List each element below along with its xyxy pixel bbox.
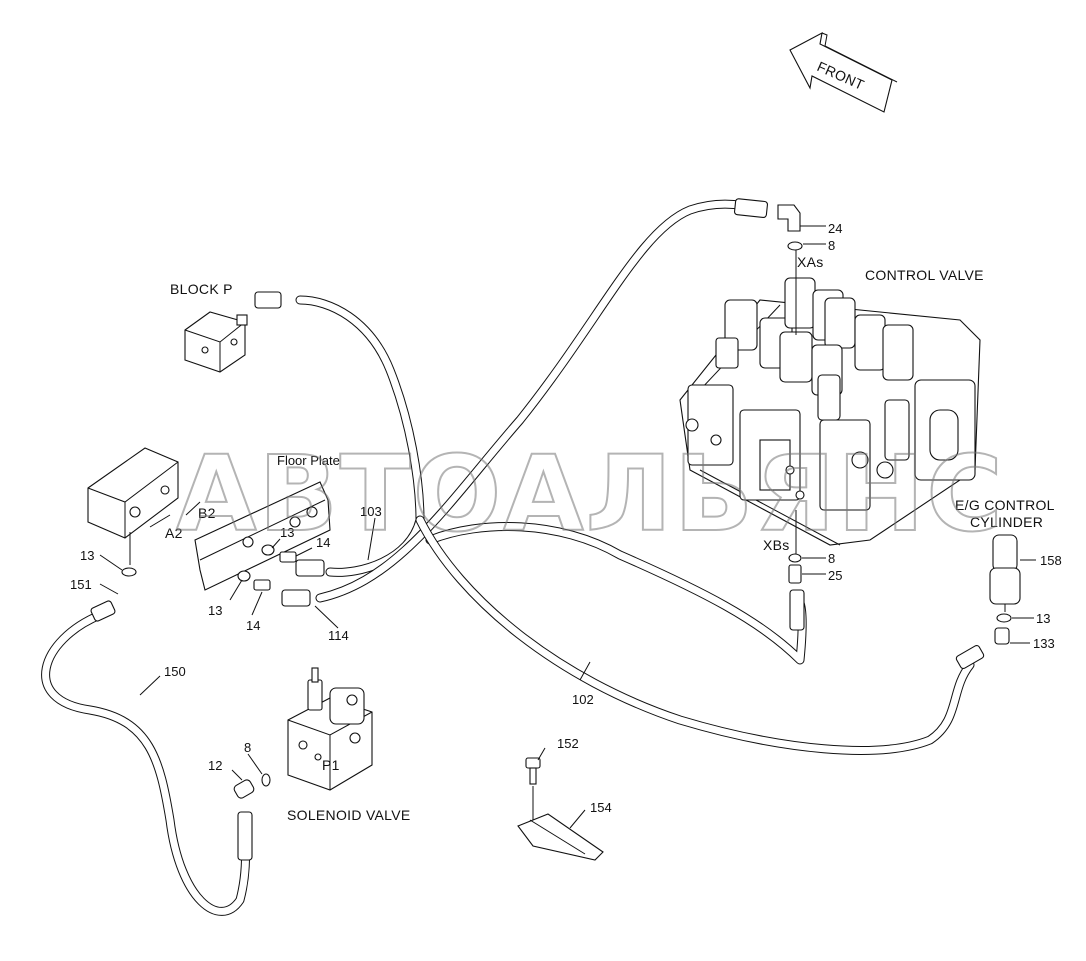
leader-lines — [99, 225, 1036, 829]
hose-150 — [41, 610, 251, 916]
port-labels: XAs XBs A2 B2 P1 — [165, 254, 824, 773]
hose-102 — [425, 522, 807, 665]
callout-158: 158 — [1040, 553, 1062, 568]
block-p-title: BLOCK P — [170, 281, 233, 297]
port-b2: B2 — [198, 505, 216, 521]
port-xas: XAs — [797, 254, 824, 270]
callout-150: 150 — [164, 664, 186, 679]
hose-103-upper — [295, 295, 425, 577]
eg-control-cylinder: E/G CONTROL CYLINDER — [955, 497, 1055, 645]
callout-24: 24 — [828, 221, 842, 236]
callout-13-plate-upper: 13 — [280, 525, 294, 540]
solenoid-valve: SOLENOID VALVE — [233, 667, 411, 823]
callout-8-solenoid: 8 — [244, 740, 251, 755]
callout-8-top: 8 — [828, 238, 835, 253]
callout-numbers: 24 8 8 25 103 14 13 13 14 114 13 151 150… — [70, 221, 1062, 815]
left-block — [87, 447, 179, 577]
hose-114 — [315, 199, 765, 603]
callout-14-upper: 14 — [316, 535, 330, 550]
watermark-text: АВТОАЛЬЯНС — [176, 433, 1005, 555]
floor-plate: Floor Plate — [194, 453, 340, 591]
callout-14-lower: 14 — [246, 618, 260, 633]
port-xbs: XBs — [763, 537, 790, 553]
block-p: BLOCK P — [170, 281, 248, 373]
callout-114: 114 — [328, 628, 349, 643]
eg-cylinder-title-line2: CYLINDER — [970, 514, 1043, 530]
eg-cylinder-title-line1: E/G CONTROL — [955, 497, 1055, 513]
callout-8-mid: 8 — [828, 551, 835, 566]
port-p1: P1 — [322, 757, 340, 773]
callout-103: 103 — [360, 504, 382, 519]
clamp-154 — [517, 813, 604, 861]
bolt-152 — [525, 757, 541, 820]
solenoid-valve-title: SOLENOID VALVE — [287, 807, 411, 823]
hose-eg-cylinder — [415, 515, 975, 755]
floor-plate-title: Floor Plate — [277, 453, 340, 468]
port-a2: A2 — [165, 525, 183, 541]
callout-154: 154 — [590, 800, 612, 815]
control-valve-title: CONTROL VALVE — [865, 267, 984, 283]
callout-133: 133 — [1033, 636, 1055, 651]
callout-13-right: 13 — [1036, 611, 1050, 626]
callout-152: 152 — [557, 736, 579, 751]
callout-25: 25 — [828, 568, 842, 583]
front-arrow: FRONT — [789, 31, 898, 113]
callout-102: 102 — [572, 692, 594, 707]
control-valve: CONTROL VALVE — [679, 241, 984, 584]
callout-13-left: 13 — [80, 548, 94, 563]
hose-fittings — [90, 198, 985, 861]
callout-151: 151 — [70, 577, 92, 592]
callout-12: 12 — [208, 758, 222, 773]
callout-13-plate-lower: 13 — [208, 603, 222, 618]
